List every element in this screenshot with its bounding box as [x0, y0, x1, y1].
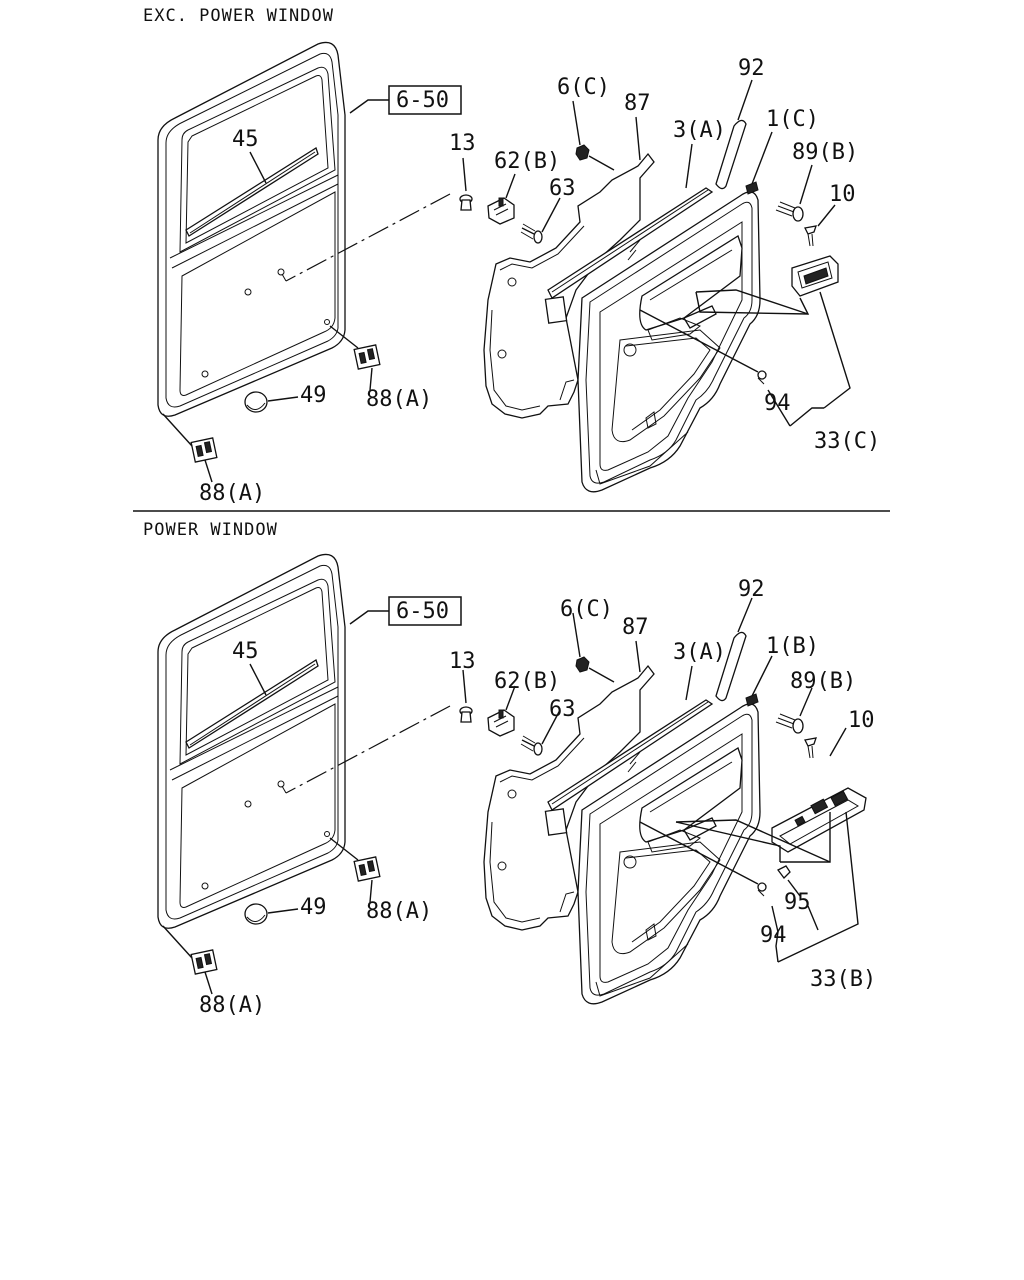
callout-49: 49 — [300, 383, 327, 408]
callout-1: 1(C) — [766, 107, 819, 132]
door-parts-illustration — [157, 41, 817, 493]
section-power-window: POWER WINDOW 6-50 — [143, 520, 876, 1018]
callout-13: 13 — [449, 649, 476, 674]
ref-box-label: 6-50 — [396, 88, 449, 113]
callout-63: 63 — [549, 176, 576, 201]
switch-cup — [791, 255, 839, 297]
callout-13: 13 — [449, 131, 476, 156]
callout-62b: 62(B) — [494, 669, 560, 694]
callout-92: 92 — [738, 56, 765, 81]
callout-6c: 6(C) — [557, 75, 610, 100]
callout-10: 10 — [829, 182, 856, 207]
callout-1: 1(B) — [766, 634, 819, 659]
callout-87: 87 — [624, 91, 651, 116]
callout-88a-bottom: 88(A) — [199, 993, 265, 1018]
callout-62b: 62(B) — [494, 149, 560, 174]
callout-94: 94 — [760, 923, 787, 948]
callout-88a-bottom: 88(A) — [199, 481, 265, 506]
callout-87: 87 — [622, 615, 649, 640]
callout-6c: 6(C) — [560, 597, 613, 622]
callout-88a-right: 88(A) — [366, 899, 432, 924]
callout-89b: 89(B) — [790, 669, 856, 694]
callout-3a: 3(A) — [673, 640, 726, 665]
callout-45: 45 — [232, 127, 259, 152]
callout-10: 10 — [848, 708, 875, 733]
callout-92: 92 — [738, 577, 765, 602]
callout-45: 45 — [232, 639, 259, 664]
callout-63: 63 — [549, 697, 576, 722]
callout-33: 33(C) — [814, 429, 880, 454]
callout-89b: 89(B) — [792, 140, 858, 165]
section-title: EXC. POWER WINDOW — [143, 6, 334, 26]
callout-3a: 3(A) — [673, 118, 726, 143]
door-parts-illustration — [157, 553, 817, 1005]
callout-88a-right: 88(A) — [366, 387, 432, 412]
callout-95: 95 — [784, 890, 811, 915]
callout-49: 49 — [300, 895, 327, 920]
callout-33: 33(B) — [810, 967, 876, 992]
section-title: POWER WINDOW — [143, 520, 278, 540]
ref-box-label: 6-50 — [396, 599, 449, 624]
section-exc-power-window: EXC. POWER WINDOW 6-50 45 — [143, 6, 880, 506]
clip-95 — [777, 865, 791, 879]
callout-94: 94 — [764, 391, 791, 416]
